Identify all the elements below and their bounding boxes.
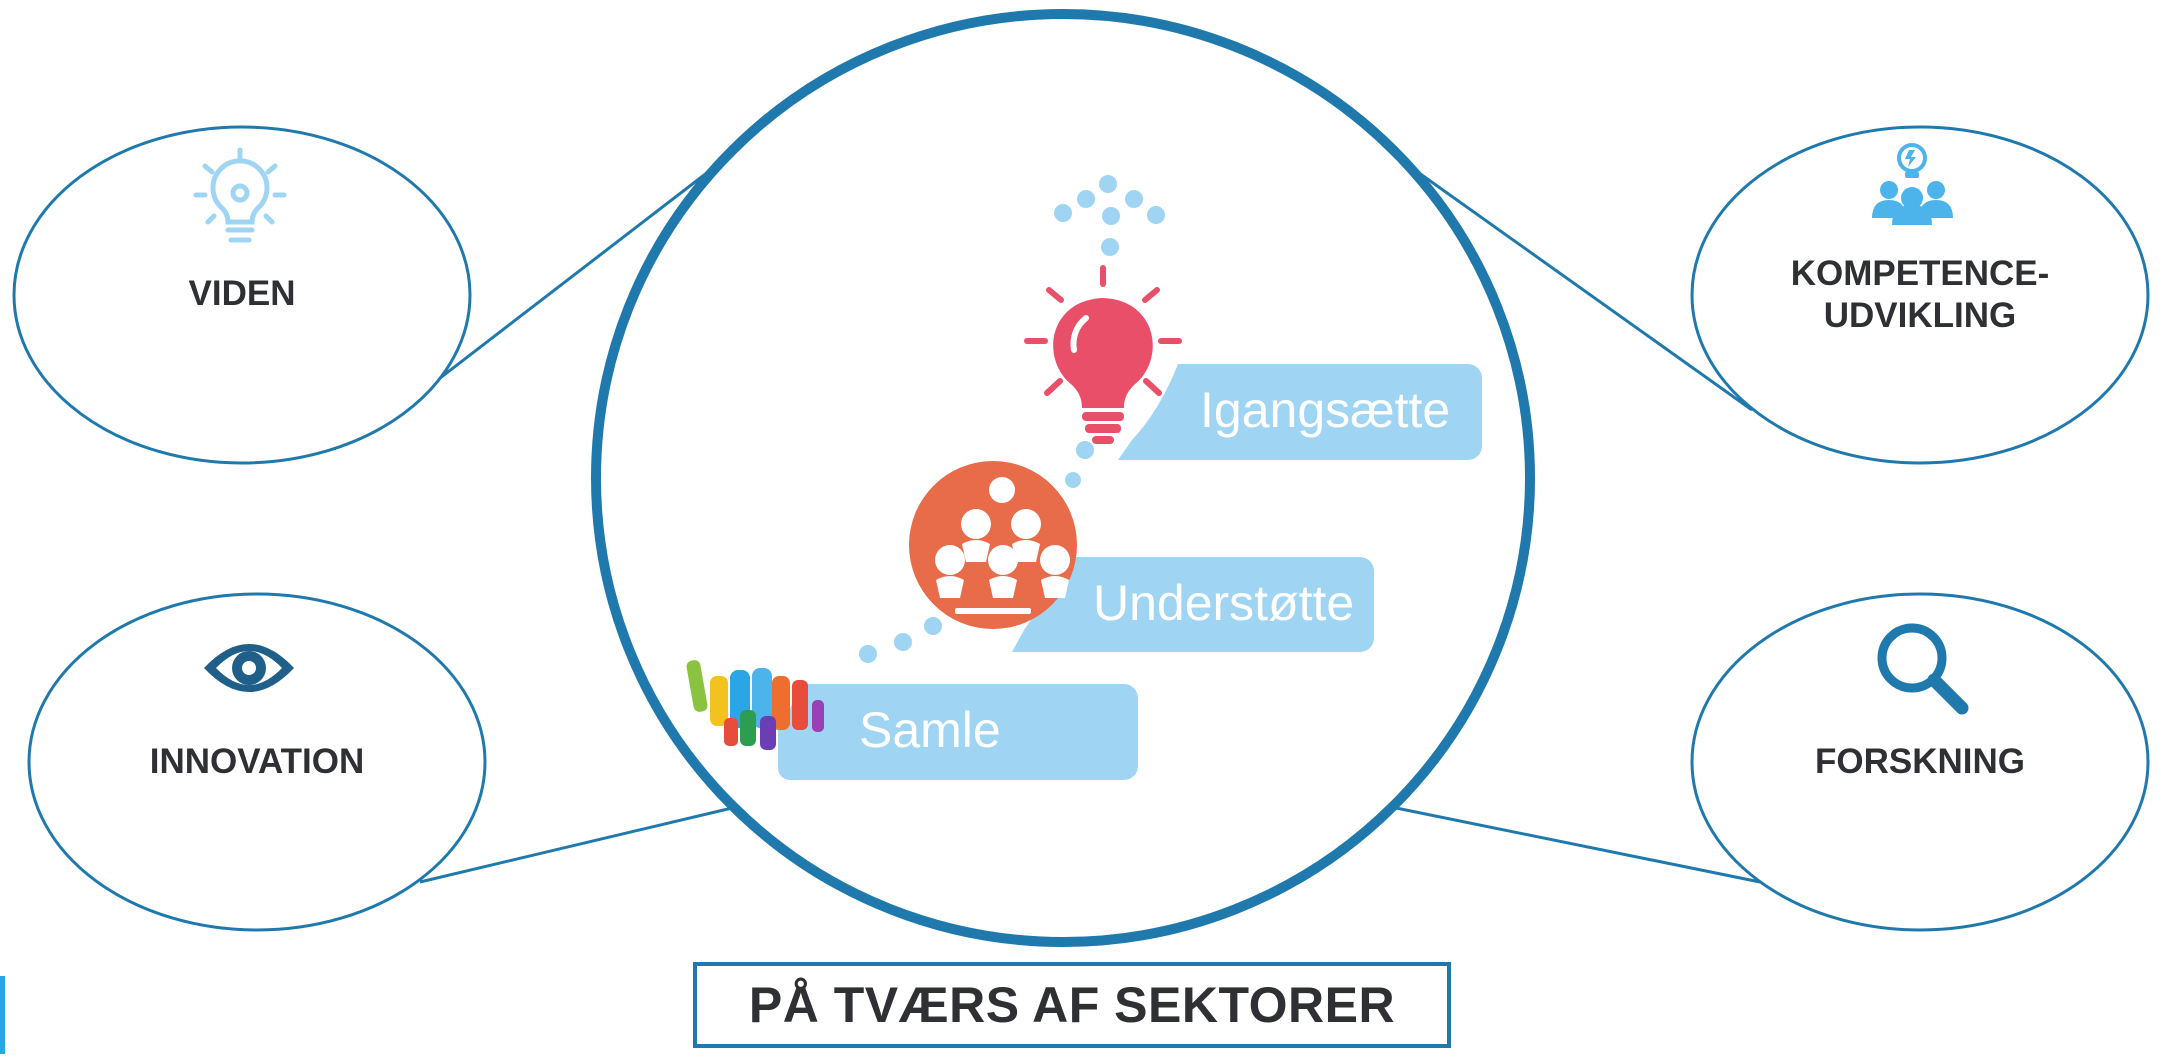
node-label-forskning: FORSKNING [1815, 742, 2025, 781]
raised-hands-icon [682, 660, 824, 755]
node-viden-ellipse [12, 125, 472, 465]
central-circle [591, 9, 1535, 947]
node-innovation-ellipse [27, 592, 487, 932]
magnifier-icon [1877, 623, 1969, 715]
node-label-kompetence-line2: UDVIKLING [1823, 296, 2017, 335]
step-banner-understotte [1012, 557, 1374, 652]
lightbulb-gear-icon [193, 147, 287, 243]
eye-icon [204, 644, 294, 692]
node-kompetence-ellipse [1690, 125, 2150, 465]
connector-innovation [419, 806, 733, 884]
connector-forskning [1395, 806, 1761, 884]
node-forskning-ellipse [1690, 592, 2150, 932]
step-label-samle: Samle [859, 702, 1001, 758]
connector-kompetence [1411, 166, 1753, 412]
step-banner-samle [778, 684, 1138, 780]
team-idea-icon [1872, 143, 1953, 225]
community-crowd-icon [909, 461, 1077, 629]
footer-box: PÅ TVÆRS AF SEKTORER [693, 962, 1451, 1048]
step-label-understotte: Understøtte [1093, 575, 1355, 631]
node-label-innovation: INNOVATION [149, 742, 365, 781]
node-label-kompetence: KOMPETENCE- UDVIKLING [1760, 253, 2080, 337]
step-banner-igangsaette [1118, 364, 1482, 460]
step-label-igangsaette: Igangsætte [1200, 382, 1451, 438]
node-label-kompetence-line1: KOMPETENCE- [1790, 254, 2050, 293]
node-label-viden: VIDEN [188, 274, 296, 313]
footer-label: PÅ TVÆRS AF SEKTORER [748, 977, 1396, 1033]
connector-viden [417, 170, 709, 397]
left-edge-accent [0, 976, 5, 1054]
red-lightbulb-icon [1024, 265, 1182, 444]
dotted-path [859, 175, 1165, 663]
connector-lines [417, 166, 1761, 884]
